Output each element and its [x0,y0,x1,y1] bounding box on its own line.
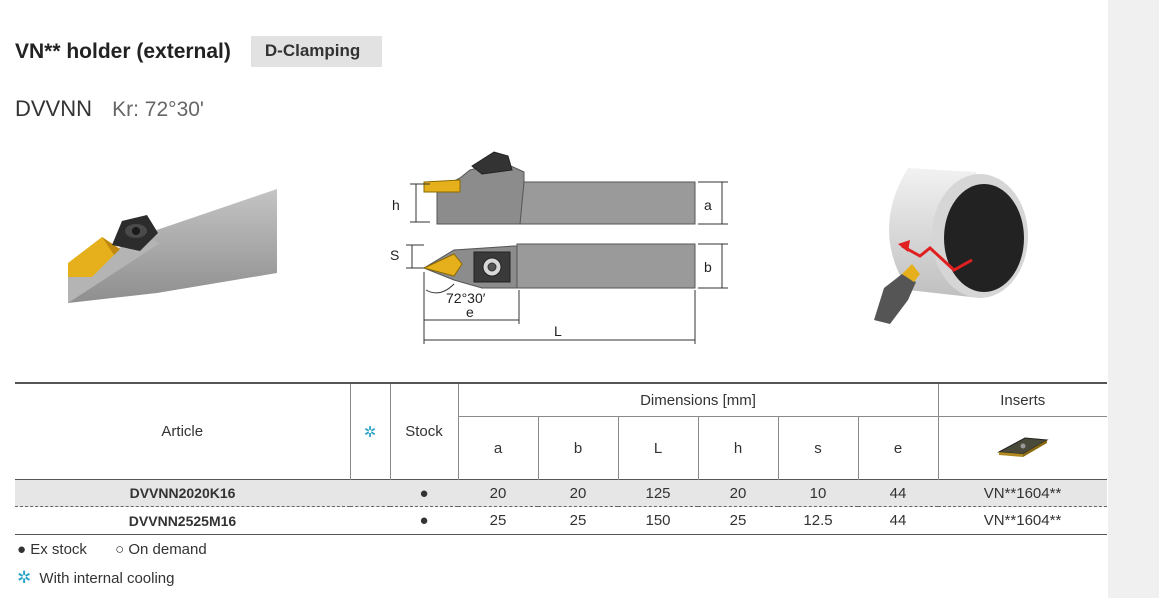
dim-label-b: b [704,259,712,275]
snowflake-icon: ✲ [17,568,32,587]
dim-e-cell: 44 [858,506,938,535]
article-code: DVVNN2525M16 [15,506,350,535]
dim-s-cell: 12.5 [778,506,858,535]
cooling-legend: ✲ With internal cooling [17,568,175,588]
dim-e-cell: 44 [858,479,938,507]
kr-angle: Kr: 72°30' [112,98,204,121]
on-demand-icon: ○ [115,541,125,558]
table-row: DVVNN2020K16 ● 20 20 125 20 10 44 VN**16… [15,479,1107,507]
dim-L-cell: 125 [618,479,698,507]
col-dimensions: Dimensions [mm] [457,383,938,417]
dim-b-cell: 20 [538,479,618,507]
table-row: DVVNN2525M16 ● 25 25 150 25 12.5 44 VN**… [15,506,1107,535]
insert-image [937,416,1107,480]
dim-label-s: S [390,247,399,263]
technical-drawing: h a S b 72°30′ e L [390,151,728,344]
col-dim-e: e [857,416,938,480]
stock-legend: ● Ex stock ○ On demand [17,541,207,558]
col-article: Article [161,423,204,440]
dim-h-cell: 20 [698,479,778,507]
dim-label-h: h [392,197,400,213]
cooling-label: With internal cooling [39,570,175,587]
insert-cell: VN**1604** [938,506,1107,535]
dim-label-e: e [466,304,474,320]
application-illustration [874,168,1028,324]
on-demand-label: On demand [128,541,207,558]
insert-cell: VN**1604** [938,479,1107,507]
cooling-cell [350,506,390,535]
page-title: VN** holder (external) [15,39,231,63]
model-name: DVVNN [15,96,93,121]
col-dim-s: s [777,416,858,480]
col-stock: Stock [389,383,458,480]
col-dim-b: b [537,416,618,480]
dim-L-cell: 150 [618,506,698,535]
stock-cell: ● [390,479,458,507]
dim-b-cell: 25 [538,506,618,535]
dim-label-angle: 72°30′ [446,290,486,306]
ex-stock-label: Ex stock [30,541,87,558]
spec-table: Article ✲ Stock Dimensions [mm] Inserts … [15,382,1107,535]
article-code: DVVNN2020K16 [15,479,350,507]
internal-cooling-icon: ✲ [349,383,390,480]
insert-icon [997,437,1049,457]
dim-s-cell: 10 [778,479,858,507]
col-dim-L: L [617,416,698,480]
right-margin-strip [1108,0,1159,598]
title-row: VN** holder (external) D-Clamping [15,36,383,67]
dim-a-cell: 25 [458,506,538,535]
clamping-badge: D-Clamping [250,36,383,67]
col-dim-h: h [697,416,778,480]
ex-stock-icon: ● [17,541,27,558]
model-heading: DVVNN Kr: 72°30' [15,96,204,122]
dim-h-cell: 25 [698,506,778,535]
dim-label-a: a [704,197,712,213]
col-inserts: Inserts [937,383,1107,417]
cooling-cell [350,479,390,507]
dim-a-cell: 20 [458,479,538,507]
stock-cell: ● [390,506,458,535]
col-dim-a: a [457,416,538,480]
dim-label-L: L [554,323,562,339]
holder-3d-image [68,189,277,303]
